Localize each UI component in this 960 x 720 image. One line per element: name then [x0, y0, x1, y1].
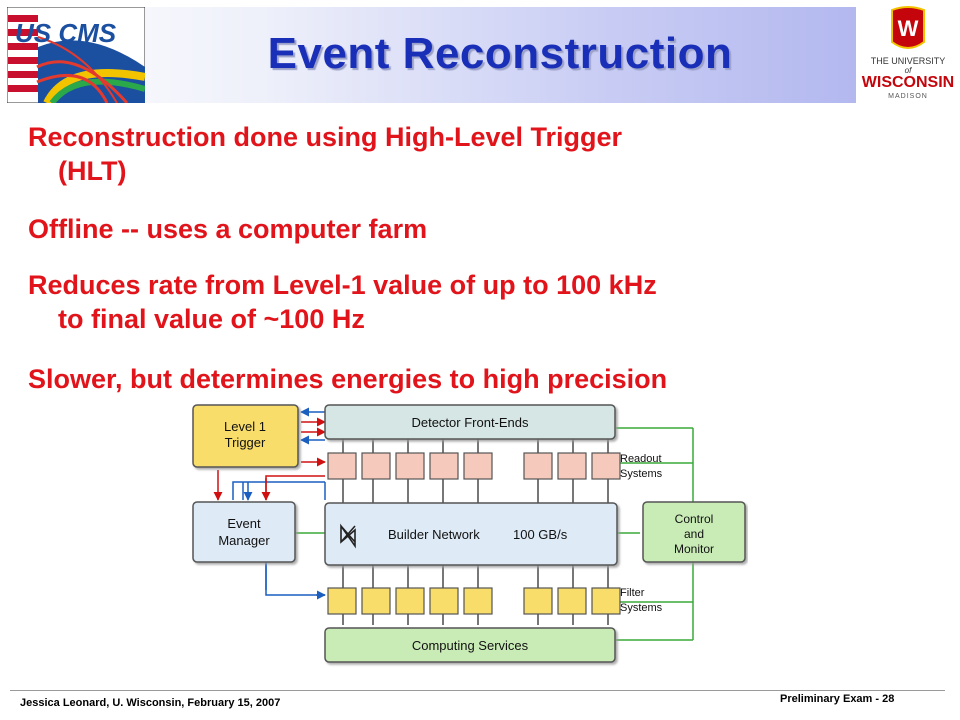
event-manager-line1: Event	[227, 516, 261, 531]
bullet-rate-line1: Reduces rate from Level-1 value of up to…	[28, 270, 657, 300]
uw-logo-name: WISCONSIN	[862, 74, 954, 91]
detector-frontends-box	[324, 404, 616, 440]
bullet-precision-line1: Slower, but determines energies to high …	[28, 364, 668, 394]
footer-author: Jessica Leonard, U. Wisconsin, February …	[20, 697, 281, 709]
bullet-hlt-line2: (HLT)	[58, 156, 127, 186]
uw-madison-logo: W THE UNIVERSITY of WISCONSIN MADISON	[856, 4, 960, 104]
readout-unit	[523, 452, 553, 480]
filter-label-line1: Filter	[620, 587, 645, 599]
control-label-line3: Monitor	[674, 542, 714, 556]
control-label-line2: and	[684, 527, 704, 541]
readout-label-line1: Readout	[620, 453, 662, 465]
switch-icon	[340, 523, 356, 549]
filter-unit	[557, 587, 587, 615]
builder-label: Builder Network	[388, 527, 480, 542]
readout-label-line2: Systems	[620, 468, 663, 480]
builder-network-box	[324, 502, 618, 566]
uw-logo-sub: MADISON	[888, 93, 928, 100]
footer-divider	[10, 690, 945, 691]
title-banner	[7, 7, 856, 103]
control-monitor-box	[642, 501, 746, 563]
readout-unit	[591, 452, 621, 480]
level1-label-line2: Trigger	[225, 435, 266, 450]
computing-label: Computing Services	[412, 638, 529, 653]
filter-unit	[591, 587, 621, 615]
level1-trigger-box	[192, 404, 299, 468]
bullet-hlt-line1: Reconstruction done using High-Level Tri…	[28, 122, 623, 152]
bullet-precision: Slower, but determines energies to high …	[28, 362, 938, 396]
readout-unit	[327, 452, 357, 480]
bullet-rate-line2: to final value of ~100 Hz	[58, 304, 365, 334]
readout-unit	[557, 452, 587, 480]
readout-unit	[429, 452, 459, 480]
filter-unit	[463, 587, 493, 615]
event-manager-box	[192, 501, 296, 563]
bullet-rate: Reduces rate from Level-1 value of up to…	[28, 268, 938, 336]
filter-unit	[429, 587, 459, 615]
cms-logo-text: US CMS	[15, 18, 117, 48]
bullet-hlt: Reconstruction done using High-Level Tri…	[28, 120, 938, 188]
uw-logo-top: THE UNIVERSITY	[871, 56, 946, 66]
frontends-label: Detector Front-Ends	[411, 415, 529, 430]
control-label-line1: Control	[675, 512, 714, 526]
filter-unit	[361, 587, 391, 615]
slide-title: Event Reconstruction	[267, 29, 733, 78]
bandwidth-label: 100 GB/s	[513, 527, 568, 542]
filter-label-line2: Systems	[620, 602, 663, 614]
level1-label-line1: Level 1	[224, 419, 266, 434]
filter-unit	[523, 587, 553, 615]
bullet-offline-line1: Offline -- uses a computer farm	[28, 214, 428, 244]
uw-logo-of: of	[905, 66, 912, 75]
us-cms-logo: US CMS	[7, 7, 145, 103]
daq-diagram: Level 1 Trigger Detector Front-Ends Read…	[192, 404, 746, 663]
computing-services-box	[324, 627, 616, 663]
footer-page-number: Preliminary Exam - 28	[780, 693, 895, 705]
uw-crest-icon: W	[898, 16, 919, 41]
filter-unit	[327, 587, 357, 615]
filter-unit	[395, 587, 425, 615]
event-manager-line2: Manager	[218, 533, 270, 548]
readout-unit	[395, 452, 425, 480]
readout-unit	[463, 452, 493, 480]
readout-unit	[361, 452, 391, 480]
bullet-offline: Offline -- uses a computer farm	[28, 212, 938, 246]
